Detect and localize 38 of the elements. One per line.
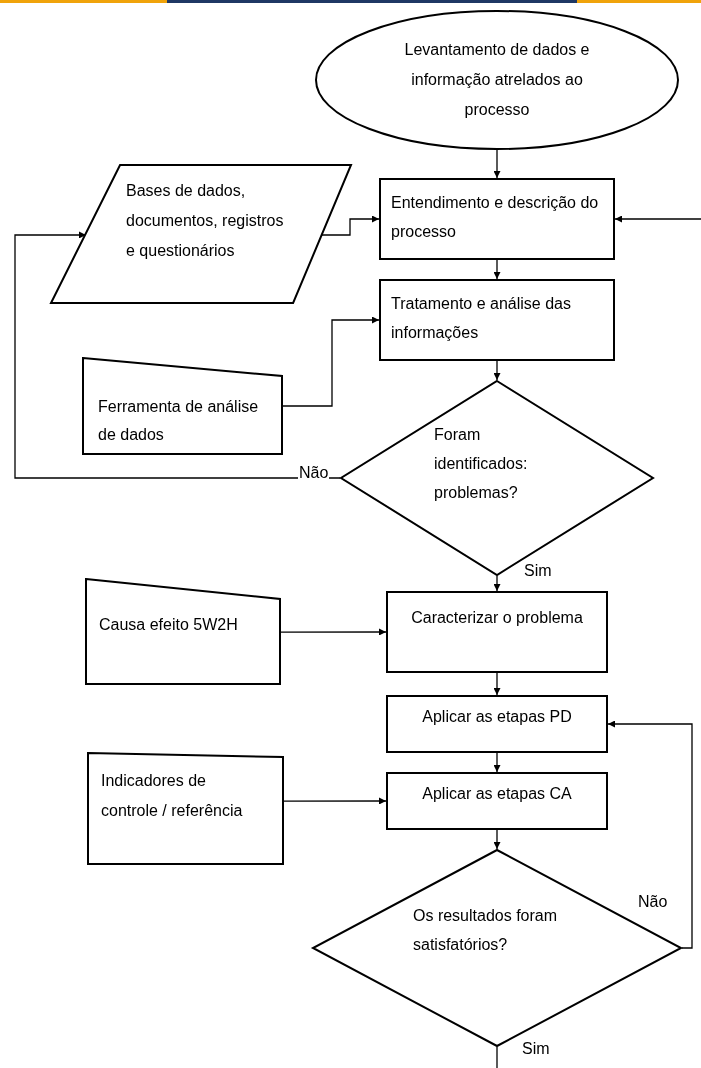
node-label: Ferramenta de análise de dados [98,397,260,445]
manual-input-box [87,752,284,865]
arrow [493,259,501,280]
arrow [493,829,501,850]
arrow [493,575,501,592]
node-label: Foram identificados: problemas? [434,425,529,503]
process-box [386,591,608,673]
process-box [379,178,615,260]
decision-diamond [340,380,654,576]
process-box [386,772,608,830]
arrow [607,720,693,949]
node-label: Tratamento e análise das informações [391,294,572,343]
manual-input-box [85,578,281,685]
data-parallelogram [50,164,352,304]
node-label: Entendimento e descrição do processo [391,193,600,242]
node-label: Indicadores de controle / referência [101,771,244,821]
process-box [379,279,615,361]
arrow [321,215,380,236]
arrow [282,316,380,407]
arrow [493,360,501,381]
node-label: Aplicar as etapas CA [421,784,573,804]
manual-input-box [82,357,283,455]
arrow [493,752,501,773]
node-label: Causa efeito 5W2H [99,615,239,635]
node-label: Aplicar as etapas PD [421,707,573,727]
node-label: Os resultados foram satisfatórios? [413,906,559,955]
process-box [386,695,608,753]
arrow [614,215,701,223]
node-label: Bases de dados, documentos, registros e questionários [126,181,285,261]
node-label: Caracterizar o problema [410,608,584,628]
arrow [283,797,387,805]
terminal-ellipse [315,10,679,150]
arrow [493,672,501,696]
arrow [280,628,387,636]
node-label: Levantamento de dados e informação atrelados ao processo [403,40,591,120]
edge-label: Não [298,464,330,482]
arrow [493,149,501,179]
arrow [14,231,341,479]
